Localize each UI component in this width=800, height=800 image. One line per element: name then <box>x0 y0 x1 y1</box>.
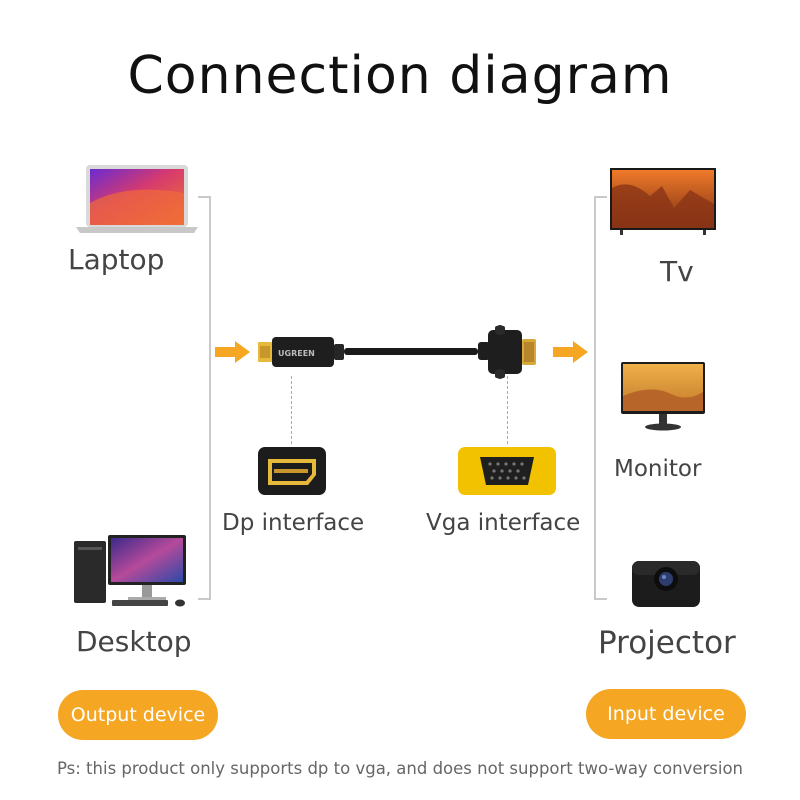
svg-text:UGREEN: UGREEN <box>278 349 315 358</box>
dp-to-vga-cable-icon: UGREEN <box>256 322 548 384</box>
input-device-badge: Input device <box>586 689 746 739</box>
page-title: Connection diagram <box>127 46 673 106</box>
vga-interface-label: Vga interface <box>426 510 581 536</box>
dp-leader-line <box>291 376 292 444</box>
vga-connector-icon <box>458 447 556 495</box>
arrow-right-icon <box>215 340 251 364</box>
input-bracket <box>594 196 607 600</box>
projector-icon <box>632 557 700 609</box>
output-bracket <box>198 196 211 600</box>
tv-icon <box>610 168 716 236</box>
output-device-badge: Output device <box>58 690 218 740</box>
footnote: Ps: this product only supports dp to vga… <box>57 759 743 778</box>
vga-leader-line <box>507 376 508 444</box>
dp-interface-label: Dp interface <box>222 510 365 536</box>
laptop-label: Laptop <box>68 243 165 276</box>
laptop-icon <box>76 163 198 235</box>
monitor-icon <box>621 362 705 432</box>
desktop-computer-icon <box>72 533 194 609</box>
tv-label: Tv <box>660 255 694 288</box>
monitor-label: Monitor <box>614 456 702 482</box>
displayport-connector-icon <box>258 447 326 495</box>
desktop-label: Desktop <box>76 625 192 658</box>
arrow-right-icon <box>553 340 589 364</box>
projector-label: Projector <box>598 625 736 661</box>
